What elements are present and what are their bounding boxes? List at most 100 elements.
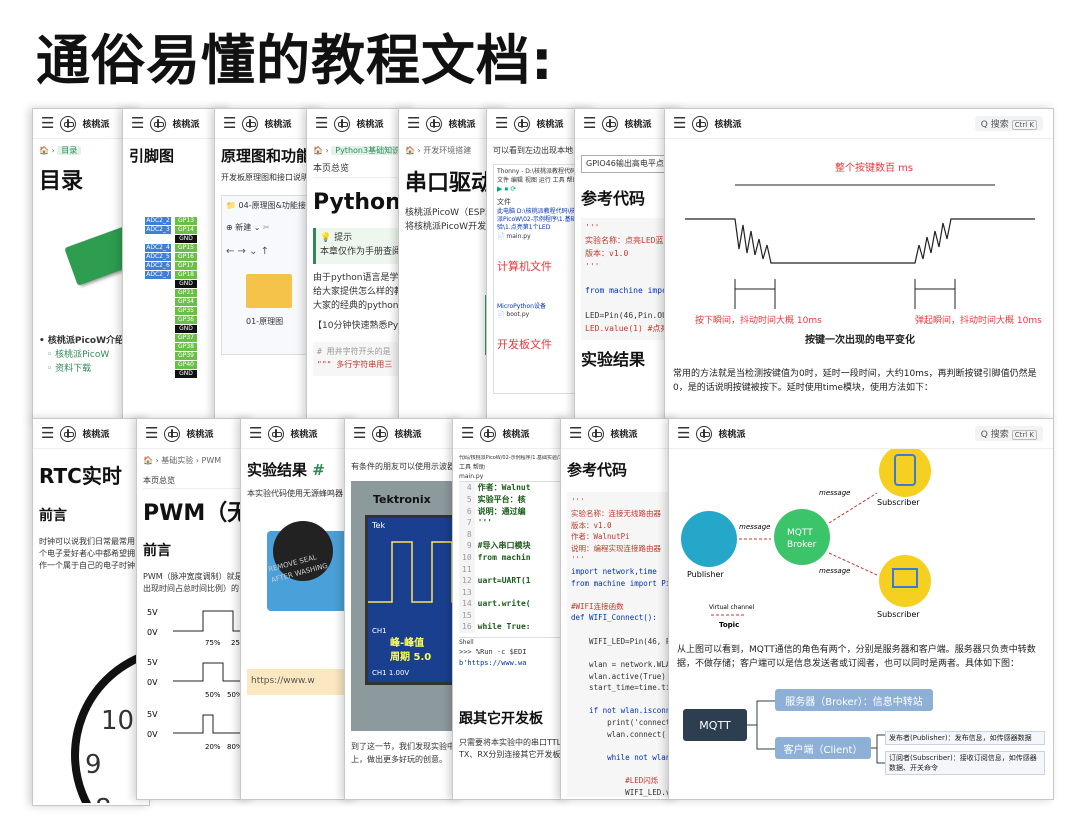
paragraph: 出现时间占总时间比例）的 (143, 583, 239, 593)
file-path: 此电脑 D:\核桃派教程代码\核桃派PicoW\02-示例程序\1.基础实验\1… (497, 207, 583, 232)
logo-icon (164, 425, 181, 442)
breadcrumb[interactable]: 🏠 › 目录 (39, 145, 137, 157)
menu-icon[interactable]: ☰ (223, 114, 237, 132)
brand: 核桃派 (172, 120, 200, 130)
menu-icon[interactable]: ☰ (315, 114, 329, 132)
node-label: Subscriber (877, 610, 920, 619)
logo-icon (588, 425, 605, 442)
line-number: 6 (466, 506, 472, 516)
scope-text: CH1 (372, 627, 387, 636)
menu-icon[interactable]: ☰ (673, 114, 687, 132)
nav-arrows[interactable]: ← → ⌄ ↑ (226, 246, 270, 258)
breadcrumb[interactable]: 🏠 › Python3基础知识 (313, 145, 411, 157)
voltage-label: 5V (147, 710, 158, 719)
menu-icon[interactable]: ☰ (41, 424, 55, 442)
menu-icon[interactable]: ☰ (461, 424, 475, 442)
menu-icon[interactable]: ☰ (407, 114, 421, 132)
new-button[interactable]: ⊕ 新建 ⌄ (226, 223, 261, 233)
code-line: WIFI_LED.v (571, 787, 671, 797)
adc-pin-label: ADC2_6 (145, 262, 171, 271)
menu-icon[interactable]: ☰ (677, 424, 691, 442)
link-box[interactable]: https://www.w (247, 668, 353, 695)
summary[interactable]: 本页总览 (143, 475, 249, 489)
card-oscilloscope[interactable]: ☰核桃派 有条件的朋友可以使用示波器 Tektronix Tek CH1 峰-峰… (344, 418, 462, 800)
code-line: ''' (571, 555, 585, 565)
breadcrumb[interactable]: 🏠 › 开发环境搭建 (405, 146, 472, 155)
tip-text: 本章仅作为手册查阅 (320, 247, 402, 258)
adc-pin-label: ADC2_4 (145, 244, 171, 253)
annotation: 整个按键数百 ms (835, 161, 913, 174)
section-title: 前言 (39, 508, 67, 524)
logo-icon (334, 115, 351, 132)
line-number: 14 (462, 599, 472, 609)
mindmap-leaf: 订阅者(Subscriber)：接收订阅信息，如传感器数据、开关命令 (885, 751, 1045, 775)
card-rtc[interactable]: ☰核桃派 RTC实时 前言 时钟可以说我们日常最常用 个电子爱好者心中都希望拥 … (32, 418, 150, 806)
menu-bar[interactable]: 文件 编辑 视图 运行 工具 帮助 (497, 176, 579, 184)
menu-icon[interactable]: ☰ (249, 424, 263, 442)
file-item[interactable]: main.py (506, 232, 531, 240)
card-buzzer[interactable]: ☰核桃派 实验结果 # 本实验代码使用无源蜂鸣器 REMOVE SEAL AFT… (240, 418, 358, 800)
brand: 核桃派 (448, 120, 476, 130)
menu-icon[interactable]: ☰ (145, 424, 159, 442)
menu-icon[interactable]: ☰ (131, 114, 145, 132)
menu-bar[interactable]: 工具 帮助 (459, 463, 485, 471)
paragraph: 作一个属于自己的电子时钟 (39, 561, 135, 571)
logo-icon (602, 115, 619, 132)
card-title: 参考代码 (567, 461, 628, 479)
code-line: uart=UART(1 (477, 576, 531, 586)
adc-pin-label (145, 367, 171, 375)
code-block: # 用井字符开头的是 """ 多行字符串用三 (313, 342, 411, 376)
toc-sub-item[interactable]: ◦ 核桃派PicoW (47, 350, 110, 361)
pin-row: GP36 (145, 313, 227, 325)
code-block: '''实验名称：点亮LED蓝灯版本：v1.0'''from machine im… (581, 218, 679, 340)
card-pwm[interactable]: ☰核桃派 🏠 › 基础实验 › PWM 本页总览 PWM（无 前言 PWM（脉冲… (136, 418, 254, 800)
card-uart[interactable]: ☰核桃派 代码/核桃派PicoW/02-示例程序/1.基础实验/10.串口 工具… (452, 418, 570, 800)
bulb-icon: 💡 (320, 233, 332, 244)
pin-row: GP34 (145, 295, 227, 307)
file-item[interactable]: boot.py (506, 310, 530, 318)
gpio-pin-label: GP18 (175, 271, 197, 280)
menu-icon[interactable]: ☰ (583, 114, 597, 132)
folder-tab[interactable]: 04-原理图&功能接口 (238, 200, 314, 210)
toc-sub-item[interactable]: ◦ 资料下载 (47, 364, 92, 375)
breadcrumb[interactable]: 🏠 › 基础实验 › PWM (143, 456, 222, 465)
menu-icon[interactable]: ☰ (495, 114, 509, 132)
oscilloscope-image: Tektronix Tek CH1 峰-峰值 周期 5.0 CH1 1.00V (351, 481, 457, 732)
card-title: 目录 (39, 169, 84, 195)
shell-tab[interactable]: Shell (459, 637, 565, 647)
voltage-label: 0V (147, 628, 158, 637)
voltage-label: 5V (147, 658, 158, 667)
menu-icon[interactable]: ☰ (569, 424, 583, 442)
toolbar-icons[interactable]: ▶ ⏹ ⟳ (497, 184, 517, 193)
toc-item[interactable]: • 核桃派PicoW介绍 (39, 336, 125, 347)
pin-row: GP38 (145, 340, 227, 352)
card-title: 原理图和功能 (221, 147, 312, 165)
gpio-pin-label: GP17 (175, 262, 197, 271)
clock-number: 10 (101, 706, 135, 736)
paragraph: 本实验代码使用无源蜂鸣器 (247, 489, 343, 499)
paragraph: 有条件的朋友可以使用示波器 (351, 462, 455, 471)
folder-icon[interactable] (246, 273, 292, 308)
line-number: 15 (462, 610, 472, 620)
code-line (478, 564, 531, 576)
menu-icon[interactable]: ☰ (353, 424, 367, 442)
menu-icon[interactable]: ☰ (41, 114, 55, 132)
folder-name[interactable]: 01-原理图 (246, 316, 284, 326)
card-schematic[interactable]: ☰核桃派 原理图和功能 开发板原理图和接口说明 📁 04-原理图&功能接口 ⊕ … (214, 108, 324, 420)
card-python[interactable]: ☰核桃派 🏠 › Python3基础知识 本页总览 Python 💡 提示 本章… (306, 108, 416, 420)
summary[interactable]: 本页总览 (313, 163, 411, 179)
mindmap-connector (747, 700, 777, 750)
adc-pin-label (145, 322, 171, 330)
code-line: 说明：编程实现连接路由器 (571, 543, 661, 553)
editor-tab[interactable]: main.py (459, 472, 565, 483)
